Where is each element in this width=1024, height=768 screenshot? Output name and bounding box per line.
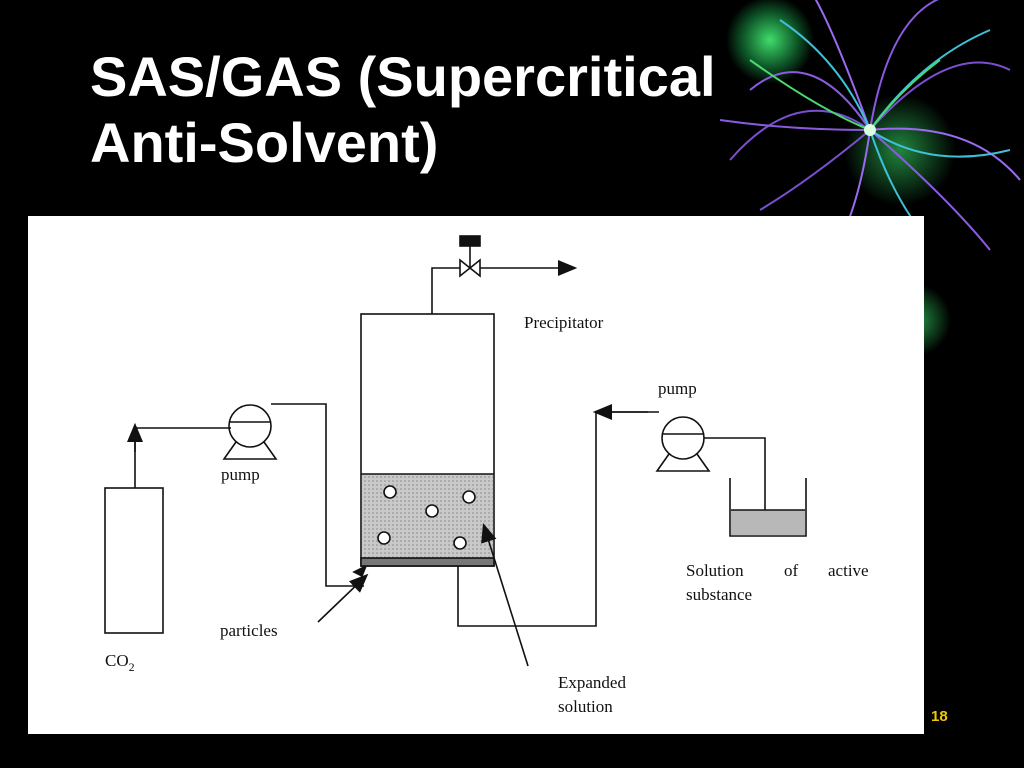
title-line-2: Anti-Solvent): [90, 111, 439, 174]
solution-beaker: [729, 478, 807, 537]
pump-icon: [655, 416, 711, 472]
solution-label-line2: substance: [686, 585, 752, 604]
solution-label-word2: of: [784, 561, 799, 580]
particle: [462, 490, 476, 504]
particles-pointer: [317, 573, 369, 623]
expanded-solution-pointer: [481, 522, 529, 667]
solution-label-word1: Solution: [686, 561, 744, 580]
slide-number: 18: [931, 708, 948, 725]
particle: [453, 536, 467, 550]
co2-cylinder: [104, 487, 164, 634]
title-line-1: SAS/GAS (Supercritical: [90, 45, 716, 108]
particle: [377, 531, 391, 545]
pump-icon: [222, 404, 278, 460]
slide-title: SAS/GAS (Supercritical Anti-Solvent): [90, 44, 716, 176]
expanded-label-line2: solution: [558, 697, 613, 716]
valve-icon: [459, 235, 481, 278]
particle: [425, 504, 439, 518]
precipitator-label: Precipitator: [524, 313, 604, 332]
particles-label: particles: [220, 621, 278, 640]
expanded-label-line1: Expanded: [558, 673, 626, 692]
co2-label: CO2: [105, 651, 135, 674]
pump-left-label: pump: [221, 465, 260, 484]
process-diagram: Precipitator pump pump CO2 particles Sol…: [28, 216, 924, 734]
pump-right-label: pump: [658, 379, 697, 398]
solution-label-word3: active: [828, 561, 869, 580]
particle: [383, 485, 397, 499]
